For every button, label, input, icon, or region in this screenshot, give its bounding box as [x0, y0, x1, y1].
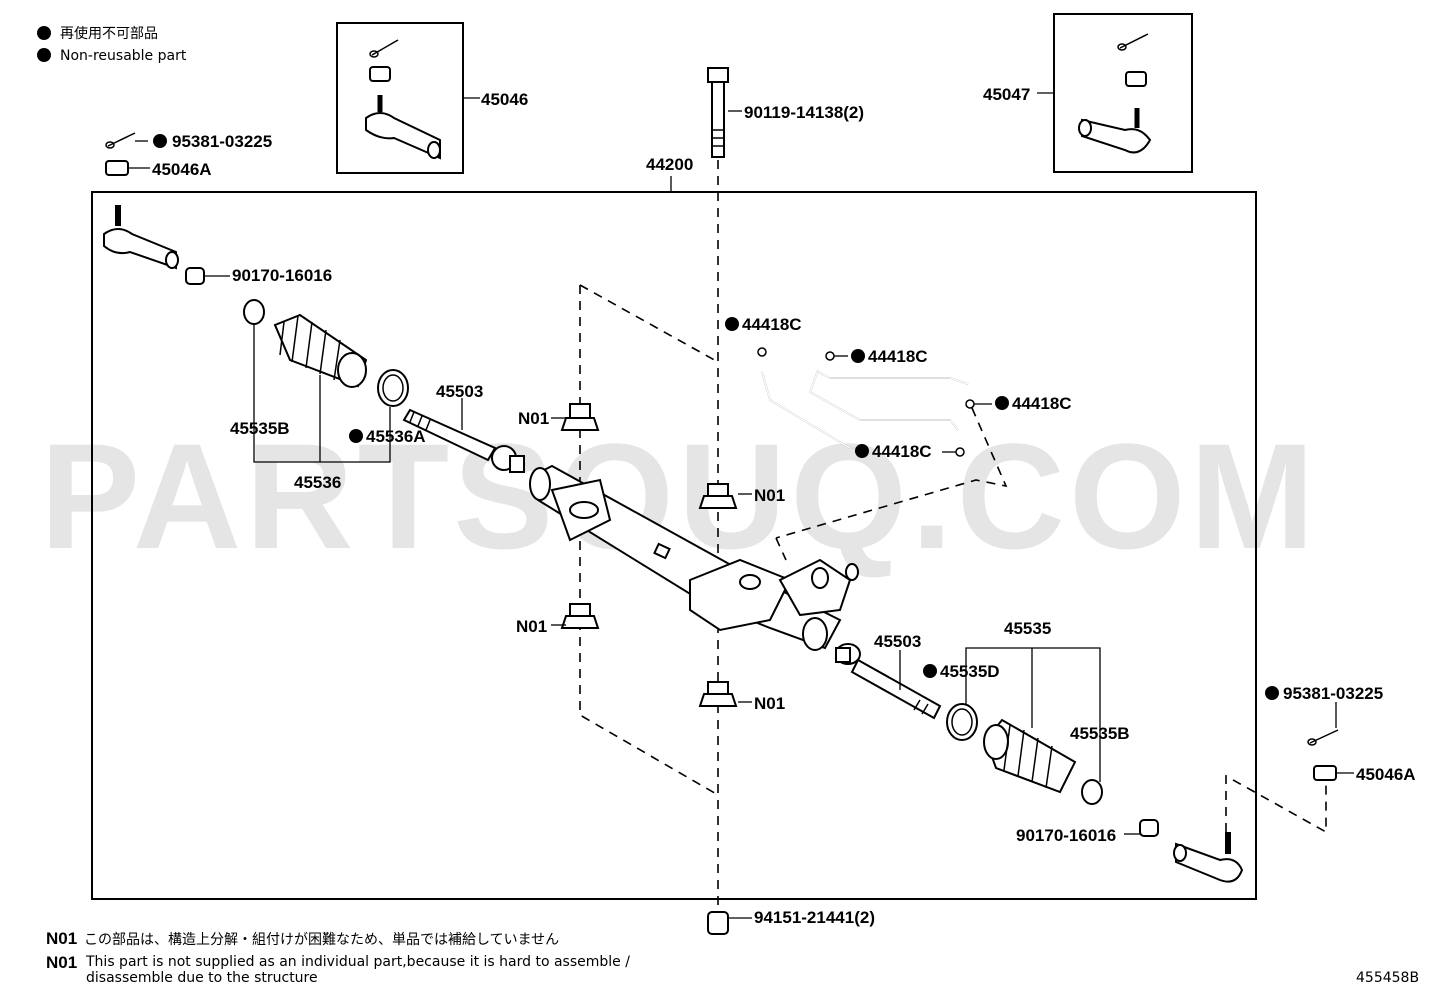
footnotes: N01 この部品は、構造上分解・組付けが困難なため、単品では補給していません N…	[46, 929, 630, 986]
inset-45046	[336, 22, 480, 174]
bushing-n01-d	[698, 681, 738, 707]
label-oring-1: 44418C	[742, 315, 802, 334]
nut-right	[1313, 765, 1354, 781]
leader-boot-left	[253, 324, 391, 463]
label-clamp-left-2: 45536A	[366, 427, 426, 446]
label-nut-left: 45046A	[152, 160, 212, 179]
pressure-lines	[761, 369, 969, 449]
note-code-2: N01	[46, 953, 77, 972]
bushing-n01-c	[560, 603, 600, 629]
label-clamp-right-2: 45535B	[1070, 724, 1130, 743]
legend-en: Non-reusable part	[60, 48, 187, 64]
label-n01-c: N01	[516, 617, 547, 636]
rack-housing	[529, 464, 859, 651]
label-bolt-bottom: 94151-21441(2)	[754, 908, 875, 927]
bolt-top	[707, 67, 742, 158]
label-45046: 45046	[481, 90, 528, 109]
label-oring-2: 44418C	[868, 347, 928, 366]
label-n01-d: N01	[754, 694, 785, 713]
label-n01-b: N01	[754, 486, 785, 505]
label-oring-3: 44418C	[1012, 394, 1072, 413]
label-rod-right: 45503	[874, 632, 921, 651]
bolt-bottom	[707, 911, 752, 935]
assembly-frame	[91, 191, 1257, 900]
cotter-pin-right	[1307, 702, 1339, 746]
note-text-3: disassemble due to the structure	[86, 970, 318, 986]
label-oring-4: 44418C	[872, 442, 932, 461]
tie-rod-end-left	[103, 205, 230, 285]
label-n01-a: N01	[518, 409, 549, 428]
note-code-1: N01	[46, 929, 77, 948]
bushing-n01-b	[698, 483, 738, 509]
label-clamp-right: 45535D	[940, 662, 1000, 681]
nut-left	[105, 160, 150, 176]
label-pin-left: 95381-03225	[172, 132, 272, 151]
tie-rod-end-right	[1124, 819, 1244, 883]
label-boot-left: 45536	[294, 473, 341, 492]
note-text-1: この部品は、構造上分解・組付けが困難なため、単品では補給していません	[84, 932, 559, 948]
boot-left	[243, 299, 409, 407]
inner-tie-rod-left	[402, 398, 525, 473]
label-pin-right: 95381-03225	[1283, 684, 1383, 703]
inset-45047	[1037, 13, 1193, 173]
label-bolt-top: 90119-14138(2)	[744, 103, 864, 122]
label-45047: 45047	[983, 85, 1030, 104]
label-boot-right: 45535	[1004, 619, 1051, 638]
bushing-n01-a	[560, 403, 600, 431]
non-reusable-dot-icon	[37, 48, 51, 62]
figure-code: 455458B	[1356, 970, 1419, 986]
legend: 再使用不可部品 Non-reusable part	[37, 25, 187, 64]
note-text-2: This part is not supplied as an individu…	[85, 954, 630, 970]
label-9017-right: 90170-16016	[1016, 826, 1116, 845]
inner-tie-rod-right	[835, 643, 942, 720]
label-rod-left: 45503	[436, 382, 483, 401]
label-44200: 44200	[646, 155, 693, 174]
boot-right	[946, 703, 1103, 805]
label-nut-right: 45046A	[1356, 765, 1416, 784]
cotter-pin-left	[105, 132, 167, 149]
non-reusable-dot-icon	[37, 26, 51, 40]
label-clamp-left: 45535B	[230, 419, 290, 438]
legend-jp: 再使用不可部品	[60, 25, 158, 42]
label-9017-left: 90170-16016	[232, 266, 332, 285]
